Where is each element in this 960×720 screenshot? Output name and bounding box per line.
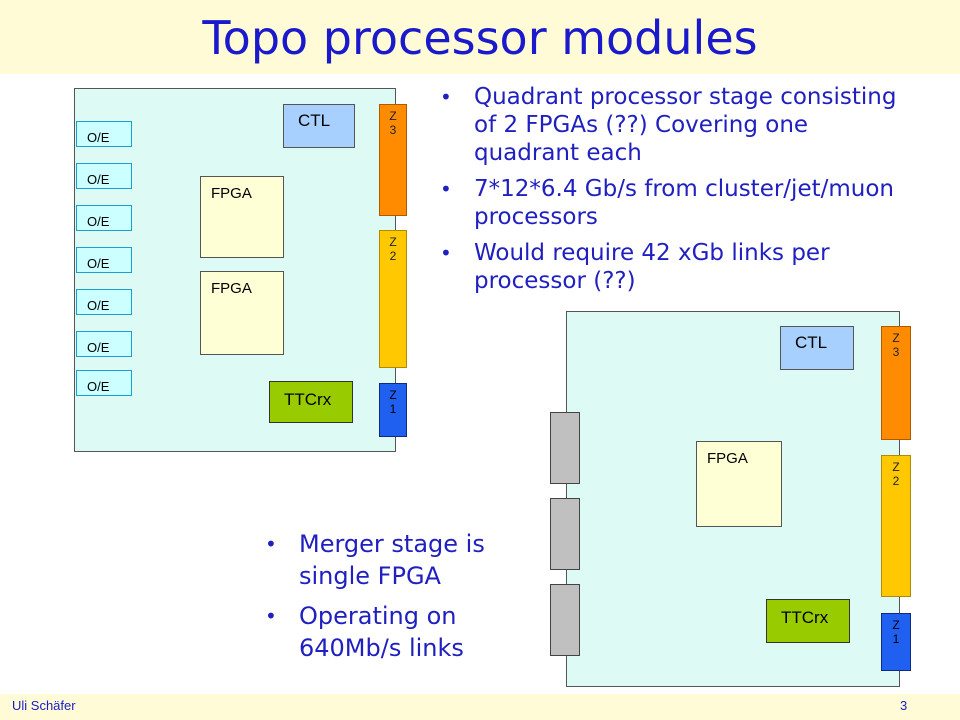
footer-author: Uli Schäfer: [12, 698, 76, 713]
oe-module: O/E: [76, 289, 132, 315]
title-band: [0, 0, 960, 74]
fpga-block: FPGA: [696, 441, 782, 527]
ttcrx-block: TTCrx: [269, 381, 353, 423]
fpga-block: FPGA: [200, 176, 284, 258]
ctl-block: CTL: [780, 326, 854, 370]
bullet-list-top: Quadrant processor stage consisting of 2…: [440, 83, 910, 303]
bullet-item: Operating on 640Mb/s links: [265, 600, 545, 664]
oe-module: O/E: [76, 121, 132, 147]
page-number: 3: [900, 698, 908, 713]
bullet-item: Quadrant processor stage consisting of 2…: [440, 83, 910, 167]
bullet-item: Would require 42 xGb links per processor…: [440, 239, 910, 295]
backplane-connector: [550, 412, 580, 484]
bullet-list-bottom: Merger stage is single FPGA Operating on…: [265, 528, 545, 672]
ttcrx-block: TTCrx: [766, 599, 850, 643]
oe-module: O/E: [76, 370, 132, 396]
footer-band: [0, 694, 960, 720]
backplane-connector: [550, 584, 580, 656]
bullet-item: Merger stage is single FPGA: [265, 528, 545, 592]
oe-module: O/E: [76, 247, 132, 273]
oe-module: O/E: [76, 163, 132, 189]
backplane-connector: [550, 498, 580, 570]
slide-title: Topo processor modules: [202, 11, 758, 65]
fpga-block: FPGA: [200, 271, 284, 355]
bullet-item: 7*12*6.4 Gb/s from cluster/jet/muon proc…: [440, 175, 910, 231]
oe-module: O/E: [76, 331, 132, 357]
ctl-block: CTL: [283, 104, 355, 148]
oe-module: O/E: [76, 205, 132, 231]
